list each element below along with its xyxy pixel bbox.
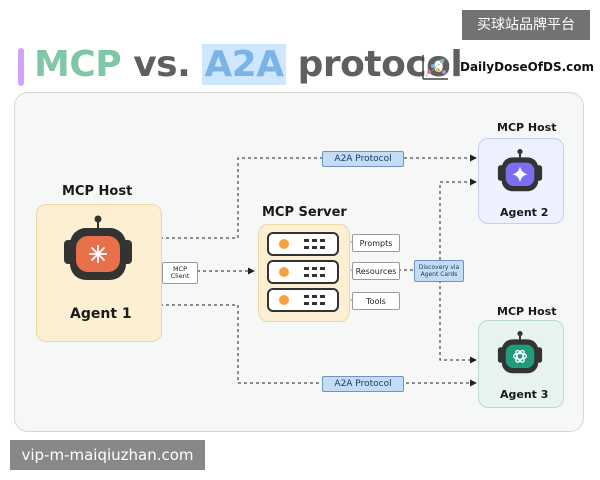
- discovery-line2: Agent Cards: [420, 271, 458, 278]
- mcp-client-line2: Client: [170, 272, 190, 280]
- server-item-tools: Tools: [352, 292, 400, 310]
- mcp-client-line1: MCP: [172, 265, 188, 273]
- title-vs: vs.: [133, 44, 191, 85]
- discovery-line1: Discovery via: [418, 264, 460, 271]
- server-item-prompts: Prompts: [352, 234, 400, 252]
- server-rack-icon: [267, 232, 339, 312]
- mcp-host-label-top-right: MCP Host: [497, 121, 557, 134]
- page-title: MCP vs. A2A protocol: [34, 44, 463, 85]
- sparkle-icon: [512, 166, 528, 183]
- title-accent-bar: [18, 48, 24, 86]
- title-a2a: A2A: [202, 44, 286, 85]
- server-item-resources: Resources: [352, 262, 400, 280]
- robot-icon: [497, 148, 543, 192]
- chart-doodle-icon: [422, 55, 448, 80]
- agent1-name: Agent 1: [70, 306, 132, 322]
- agent2-name: Agent 2: [500, 206, 549, 219]
- a2a-protocol-label-top: A2A Protocol: [322, 151, 404, 167]
- mcp-host-label-left: MCP Host: [62, 184, 133, 199]
- mcp-server-label: MCP Server: [262, 205, 347, 220]
- openai-logo-icon: [512, 349, 528, 363]
- robot-icon: [497, 330, 543, 374]
- watermark-bottom-left: vip-m-maiqiuzhan.com: [10, 440, 205, 470]
- watermark-top-right: 买球站品牌平台: [462, 10, 590, 40]
- title-protocol: protocol: [297, 44, 463, 85]
- a2a-protocol-label-bottom: A2A Protocol: [322, 376, 404, 392]
- brand-name: DailyDoseOfDS.com: [460, 60, 595, 74]
- title-mcp: MCP: [34, 44, 122, 85]
- agent3-name: Agent 3: [500, 388, 549, 401]
- robot-icon: [64, 215, 132, 280]
- mcp-host-label-bottom-right: MCP Host: [497, 305, 557, 318]
